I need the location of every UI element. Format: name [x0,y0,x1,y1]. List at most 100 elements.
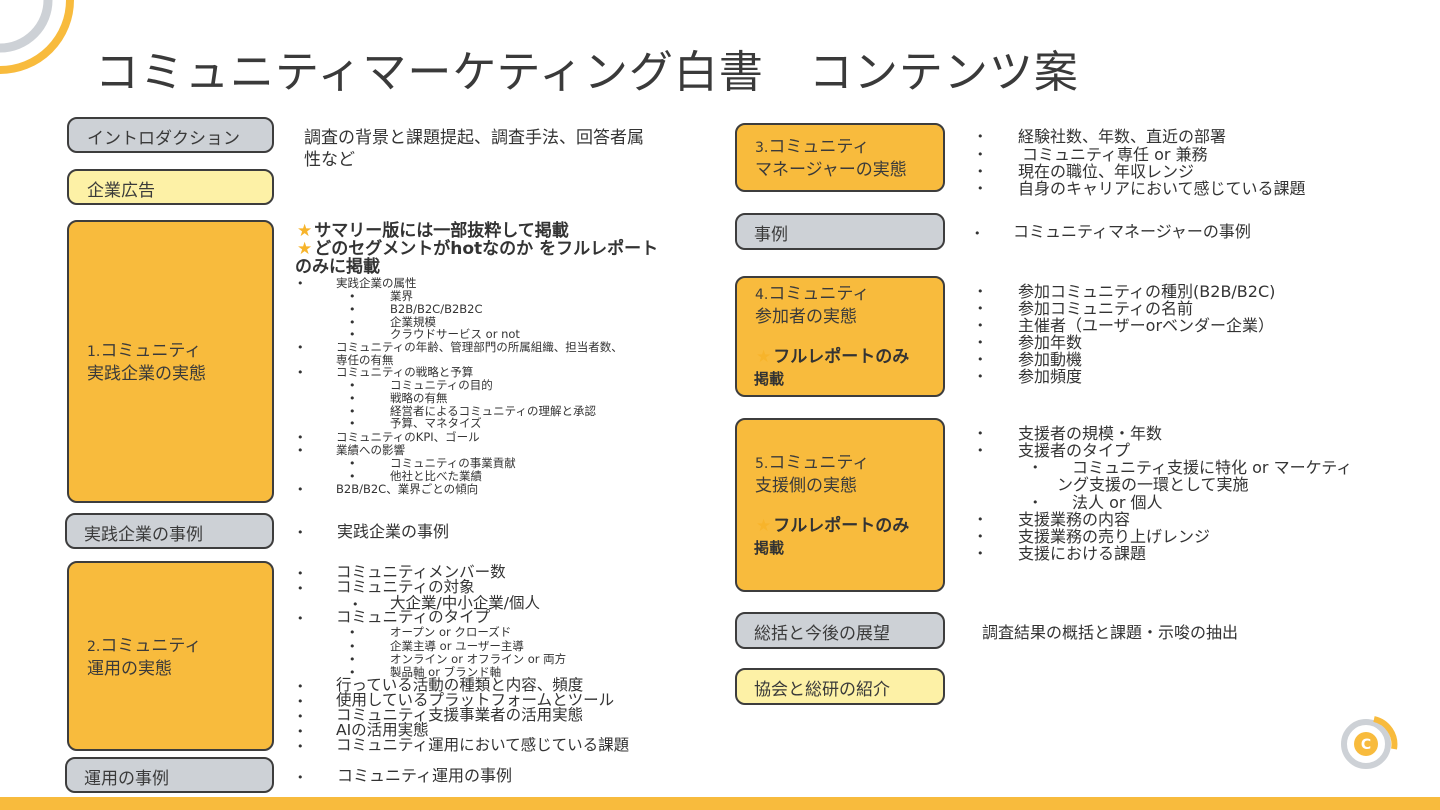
bullet: • [297,431,304,444]
bullet: • [977,182,984,195]
list-item: 他社と比べた業績 [390,469,482,483]
section-5[interactable]: 5.コミュニティ 支援側の実態 ★フルレポートのみ 掲載 [735,418,945,592]
bullet: • [349,303,356,316]
bullet: • [349,640,356,653]
list-item: 参加年数 [1018,333,1083,352]
corner-arc-decoration [0,0,74,74]
list-item: コミュニティの戦略と予算 [336,365,474,379]
list-item: AIの活用実態 [336,721,429,739]
section-3[interactable]: 3.コミュニティ マネージャーの実態 [735,123,945,192]
case1-label: 実践企業の事例 [84,525,203,545]
bullet: • [977,353,984,366]
section-1-label-2: 実践企業の実態 [87,364,206,384]
bullet: • [297,277,304,290]
star-icon: ★ [756,347,772,367]
section-summary[interactable]: 総括と今後の展望 [735,612,945,649]
bullet: • [297,710,304,723]
bullet: • [349,328,356,341]
section-2-label-1: コミュニティ [100,636,202,656]
bullet: • [297,567,304,580]
list-item: 業界 [390,289,413,303]
bullet: • [977,130,984,143]
bullet: • [349,653,356,666]
star-icon: ★ [297,239,313,259]
bullet: • [349,392,356,405]
ad-label: 企業広告 [87,181,155,201]
list-item: 大企業/中小企業/個人 [390,594,540,612]
section-assoc[interactable]: 協会と総研の紹介 [735,668,945,705]
bullet: • [977,370,984,383]
section-2-label: 2.コミュニティ 運用の実態 [87,635,201,680]
list-item: 製品軸 or ブランド軸 [390,665,502,679]
list-item: コミュニティの目的 [390,378,493,392]
list-item: 使用しているプラットフォームとツール [336,691,615,709]
bullet: • [977,547,984,560]
section-case1[interactable]: 実践企業の事例 [65,513,274,549]
bullet: • [1032,496,1039,509]
section-ad[interactable]: 企業広告 [67,169,274,205]
section-3-label-2: マネージャーの実態 [755,160,907,180]
case2-label: 運用の事例 [84,769,169,789]
bullet: • [297,740,304,753]
list-item: 支援業務の内容 [1018,510,1131,529]
bullet: • [977,319,984,332]
bullet: • [349,626,356,639]
bullet: • [297,526,304,539]
list-item: ング支援の一環として実施 [1057,475,1249,494]
list-item: 支援における課題 [1018,544,1147,563]
section-4-label: 4.コミュニティ 参加者の実態 [755,283,869,328]
assoc-label: 協会と総研の紹介 [754,680,890,700]
list-item: コミュニティの対象 [336,578,475,596]
bullet: • [977,427,984,440]
list-item: 専任の有無 [336,353,394,367]
section-4-label-2: 参加者の実態 [755,307,857,327]
bullet: • [349,405,356,418]
list-item: 実践企業の属性 [336,276,417,290]
section-5-label-1: コミュニティ [768,453,870,473]
section-3-num: 3. [755,140,769,156]
list-item: 業績への影響 [336,443,405,457]
bullet: • [349,316,356,329]
bullet: • [977,148,984,161]
section-2[interactable]: 2.コミュニティ 運用の実態 [67,561,274,751]
section-1[interactable]: 1.コミュニティ 実践企業の実態 [67,220,274,503]
section-3-label-1: コミュニティ [768,137,870,157]
section-case3[interactable]: 事例 [735,213,945,250]
star-icon: ★ [756,516,772,536]
section-2-num: 2. [87,639,101,655]
list-item: 法人 or 個人 [1072,493,1163,512]
section-5-full-1: ★フルレポートのみ [756,516,910,536]
bullet: • [974,227,981,240]
page-title: コミュニティマーケティング白書 コンテンツ案 [95,47,1079,98]
list-item: 企業主導 or ユーザー主導 [390,639,524,653]
section-4-full-2: 掲載 [754,370,785,388]
section-intro[interactable]: イントロダクション [67,117,274,153]
bullet: • [977,530,984,543]
section-1-label-1: コミュニティ [100,341,202,361]
list-item: コミュニティ専任 or 兼務 [1022,145,1208,164]
community-logo-icon: C [1341,716,1398,769]
bullet: • [349,290,356,303]
section-4[interactable]: 4.コミュニティ 参加者の実態 ★フルレポートのみ 掲載 [735,276,945,397]
list-item: 参加コミュニティの名前 [1018,299,1194,318]
list-item: 企業規模 [390,315,436,329]
list-item: コミュニティ支援に特化 or マーケティ [1072,458,1353,477]
list-item: 予算、マネタイズ [390,416,482,430]
list-item: 参加コミュニティの種別(B2B/B2C) [1018,282,1276,301]
bullet: • [349,379,356,392]
bullet: • [297,582,304,595]
section-2-label-2: 運用の実態 [87,659,172,679]
bullet: • [297,444,304,457]
s1-note-3: のみに掲載 [295,257,380,277]
list-item: コミュニティの年齢、管理部門の所属組織、担当者数、 [336,340,623,354]
list-item: 参加動機 [1018,350,1083,369]
bullet: • [349,666,356,679]
bullet: • [297,695,304,708]
list-item: 支援業務の売り上げレンジ [1018,527,1211,546]
section-case2[interactable]: 運用の事例 [65,757,274,793]
list-item: 参加頻度 [1018,367,1083,386]
summary-label: 総括と今後の展望 [754,624,890,644]
s1-note-1: ★サマリー版には一部抜粋して掲載 [297,221,569,241]
bullet: • [977,165,984,178]
bullet: • [297,725,304,738]
